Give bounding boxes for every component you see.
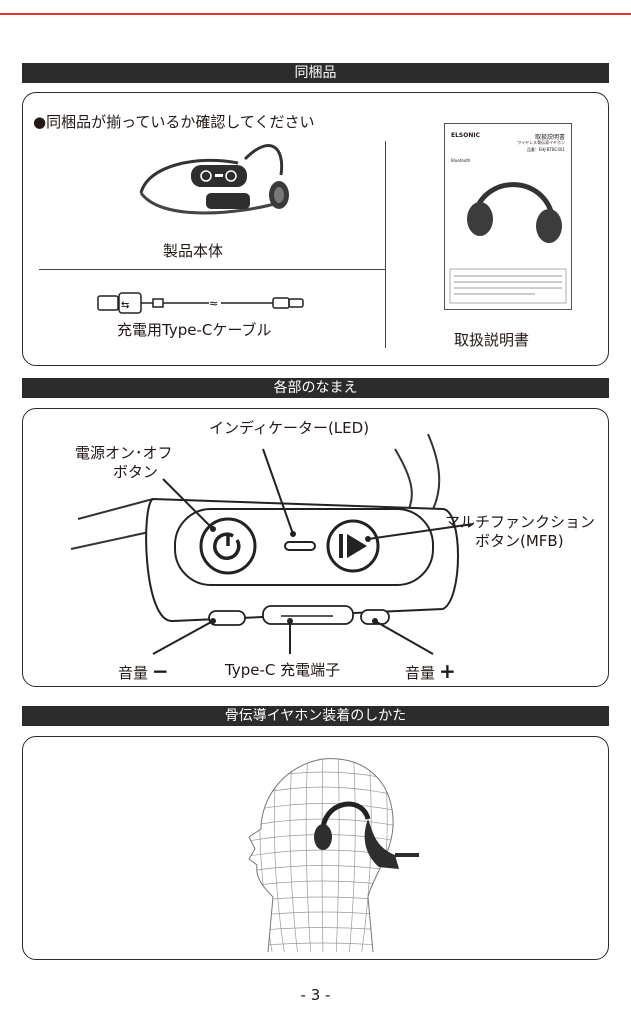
control-unit-diagram bbox=[70, 433, 474, 655]
page-number: - 3 - bbox=[300, 986, 331, 1004]
headset-label: 製品本体 bbox=[163, 242, 224, 260]
manual-cover-bluetooth: Bluetooth bbox=[451, 158, 471, 163]
minus-sign: − bbox=[152, 659, 169, 683]
section-title-parts: 各部のなまえ bbox=[22, 378, 609, 398]
wearing-box bbox=[22, 736, 609, 960]
manual-cover-title: 取扱説明書 bbox=[534, 134, 565, 141]
cable-illustration: ⇆ ≈ bbox=[97, 292, 304, 314]
plus-sign: + bbox=[439, 659, 456, 683]
contents-intro: ●同梱品が揃っているか確認してください bbox=[33, 113, 315, 131]
headset-illustration bbox=[139, 144, 289, 215]
head-wireframe-illustration bbox=[248, 758, 419, 953]
manual-cover-model: 品番：EHJ-BTBC401 bbox=[526, 147, 565, 152]
cable-label: 充電用Type-Cケーブル bbox=[117, 321, 272, 339]
manual-brand: ELSONIC bbox=[451, 132, 481, 139]
mfb-label-line2: ボタン(MFB) bbox=[475, 532, 564, 550]
volume-down-text: 音量 bbox=[118, 664, 149, 682]
volume-up-text: 音量 bbox=[405, 664, 436, 682]
svg-text:⇆: ⇆ bbox=[121, 300, 129, 311]
volume-down-label: 音量− bbox=[118, 659, 169, 683]
volume-up-label: 音量+ bbox=[405, 659, 456, 683]
top-red-rule bbox=[0, 13, 631, 15]
manual-headset-photo bbox=[449, 182, 567, 304]
contents-box: ●同梱品が揃っているか確認してください 製品本体 ⇆ ≈ 充電用Type-Cケー… bbox=[22, 92, 609, 366]
manual-cover: ELSONIC 取扱説明書 ワイヤレス骨伝導イヤホン 品番：EHJ-BTBC40… bbox=[444, 123, 572, 310]
horizontal-divider bbox=[39, 269, 385, 270]
mfb-label-line1: マルチファンクション bbox=[445, 513, 596, 531]
vertical-divider bbox=[385, 141, 386, 348]
parts-box: インディケーター(LED) 電源オン･オフ ボタン マルチファンクション ボタン… bbox=[22, 408, 609, 687]
svg-text:≈: ≈ bbox=[209, 297, 218, 310]
indicator-label: インディケーター(LED) bbox=[209, 419, 370, 437]
power-button-label-line2: ボタン bbox=[113, 463, 159, 481]
section-title-wearing: 骨伝導イヤホン装着のしかた bbox=[22, 706, 609, 726]
charge-port-label: Type-C 充電端子 bbox=[225, 661, 341, 679]
manual-label: 取扱説明書 bbox=[454, 331, 530, 349]
power-button-label-line1: 電源オン･オフ bbox=[75, 444, 173, 462]
section-title-contents: 同梱品 bbox=[22, 63, 609, 83]
manual-cover-subtitle: ワイヤレス骨伝導イヤホン bbox=[517, 140, 565, 145]
